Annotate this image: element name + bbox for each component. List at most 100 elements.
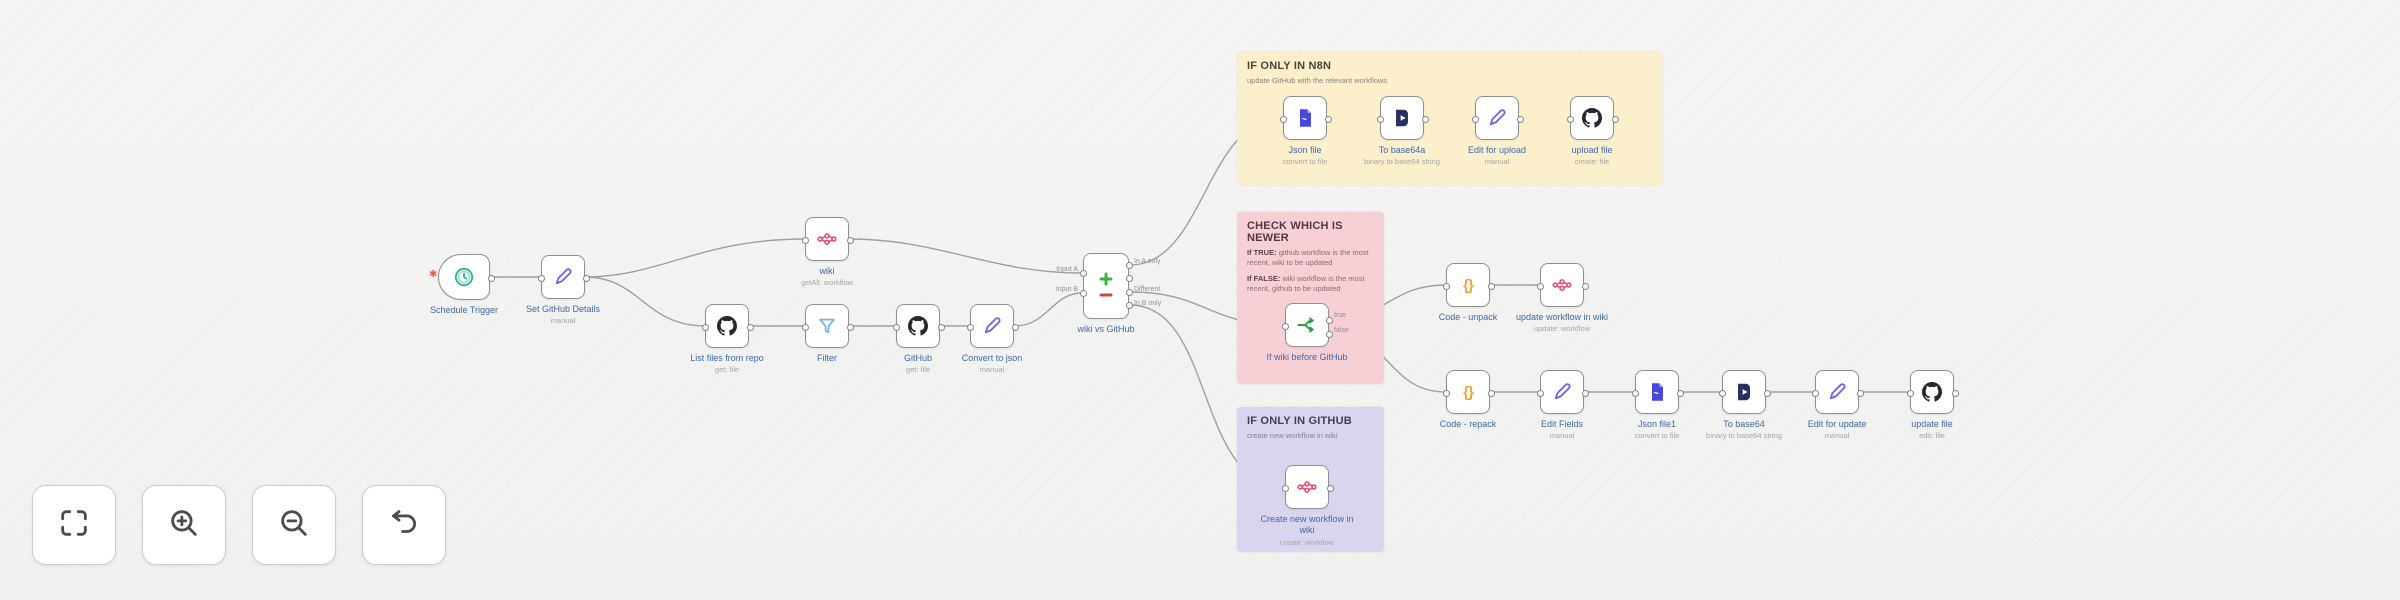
- fit-view-button[interactable]: [32, 485, 116, 565]
- port[interactable]: [1472, 115, 1479, 123]
- node-wiki[interactable]: [802, 217, 854, 261]
- port[interactable]: [1011, 323, 1019, 331]
- node-to-base64[interactable]: [1719, 370, 1771, 414]
- port[interactable]: [1581, 282, 1589, 290]
- node-sublabel: edit: file: [1919, 431, 1945, 441]
- node-create-new-workflow-in-wiki[interactable]: [1282, 465, 1334, 509]
- if-icon: [1295, 313, 1319, 337]
- port[interactable]: [937, 323, 945, 331]
- port[interactable]: [582, 274, 590, 282]
- port[interactable]: [893, 323, 900, 331]
- port[interactable]: [1443, 282, 1450, 290]
- port[interactable]: [538, 274, 545, 282]
- port[interactable]: [1443, 389, 1450, 397]
- sticky-note-check-which-is-newer[interactable]: CHECK WHICH IS NEWER If TRUE: github wor…: [1237, 212, 1384, 384]
- port[interactable]: [702, 323, 709, 331]
- edge[interactable]: [848, 238, 1083, 274]
- port[interactable]: [1907, 389, 1914, 397]
- port[interactable]: [1537, 389, 1544, 397]
- node-schedule-trigger[interactable]: [438, 254, 495, 300]
- node-code-repack[interactable]: { }: [1443, 370, 1495, 414]
- port[interactable]: [1611, 115, 1619, 123]
- node-convert-to-json[interactable]: [967, 304, 1019, 348]
- node-compare[interactable]: [1080, 253, 1133, 319]
- port[interactable]: [1676, 389, 1684, 397]
- edge[interactable]: [584, 238, 806, 278]
- port[interactable]: [1567, 115, 1574, 123]
- port[interactable]: [1080, 270, 1087, 277]
- node-label-block: wiki vs GitHub: [1031, 324, 1181, 335]
- zoom-in-button[interactable]: [142, 485, 226, 565]
- node-sublabel: manual: [1484, 157, 1510, 167]
- node-label: Json file: [1288, 145, 1322, 155]
- port[interactable]: [1126, 289, 1133, 296]
- node-github[interactable]: [893, 304, 945, 348]
- port[interactable]: [1487, 282, 1495, 290]
- zoom-out-button[interactable]: [252, 485, 336, 565]
- port[interactable]: [1126, 302, 1133, 309]
- node-to-base64a[interactable]: [1377, 96, 1429, 140]
- port[interactable]: [1126, 275, 1133, 282]
- port[interactable]: [1282, 484, 1289, 492]
- node-if-wiki-before-github[interactable]: [1282, 303, 1333, 347]
- port[interactable]: [1126, 262, 1133, 269]
- port[interactable]: [846, 236, 854, 244]
- port[interactable]: [1812, 389, 1819, 397]
- port[interactable]: [1326, 317, 1333, 324]
- port[interactable]: [1421, 115, 1429, 123]
- port[interactable]: [1280, 115, 1287, 123]
- file-dark-icon: [1391, 107, 1413, 129]
- port[interactable]: [1516, 115, 1524, 123]
- port[interactable]: [846, 323, 854, 331]
- node-update-workflow-in-wiki[interactable]: [1537, 263, 1589, 307]
- node-sublabel: manual: [979, 365, 1005, 375]
- node-json-file1[interactable]: [1632, 370, 1684, 414]
- port[interactable]: [1282, 322, 1289, 330]
- port[interactable]: [802, 323, 809, 331]
- edge[interactable]: [1013, 292, 1083, 327]
- node-label: To base64: [1723, 419, 1765, 429]
- node-label: If wiki before GitHub: [1266, 352, 1348, 362]
- node-set-github-details[interactable]: [538, 255, 590, 299]
- port[interactable]: [1537, 282, 1544, 290]
- port[interactable]: [1326, 484, 1334, 492]
- canvas-controls: [32, 485, 446, 565]
- port[interactable]: [1856, 389, 1864, 397]
- node-list-files-from-repo[interactable]: [702, 304, 754, 348]
- port[interactable]: [1951, 389, 1959, 397]
- port[interactable]: [967, 323, 974, 331]
- port[interactable]: [1763, 389, 1771, 397]
- port[interactable]: [1581, 389, 1589, 397]
- node-edit-fields[interactable]: [1537, 370, 1589, 414]
- port[interactable]: [1377, 115, 1384, 123]
- node-sublabel: create: file: [1574, 157, 1610, 167]
- node-filter[interactable]: [802, 304, 854, 348]
- edge[interactable]: [584, 276, 706, 327]
- edge-label-in_a_only: In A only: [1134, 258, 1161, 265]
- port[interactable]: [1324, 115, 1332, 123]
- node-upload-file[interactable]: [1567, 96, 1619, 140]
- port[interactable]: [1487, 389, 1495, 397]
- port[interactable]: [487, 274, 495, 282]
- node-update-file[interactable]: [1907, 370, 1959, 414]
- node-edit-for-update[interactable]: [1812, 370, 1864, 414]
- node-code-unpack[interactable]: { }: [1443, 263, 1495, 307]
- file-dark-icon: [1733, 381, 1755, 403]
- fit-view-icon: [57, 506, 91, 545]
- node-json-file[interactable]: [1280, 96, 1332, 140]
- port[interactable]: [802, 236, 809, 244]
- port[interactable]: [1080, 290, 1087, 297]
- undo-button[interactable]: [362, 485, 446, 565]
- node-edit-for-upload[interactable]: [1472, 96, 1524, 140]
- node-sublabel: manual: [1824, 431, 1850, 441]
- node-sublabel: get: file: [905, 365, 931, 375]
- port[interactable]: [1632, 389, 1639, 397]
- port[interactable]: [1326, 331, 1333, 338]
- port[interactable]: [1719, 389, 1726, 397]
- port[interactable]: [746, 323, 754, 331]
